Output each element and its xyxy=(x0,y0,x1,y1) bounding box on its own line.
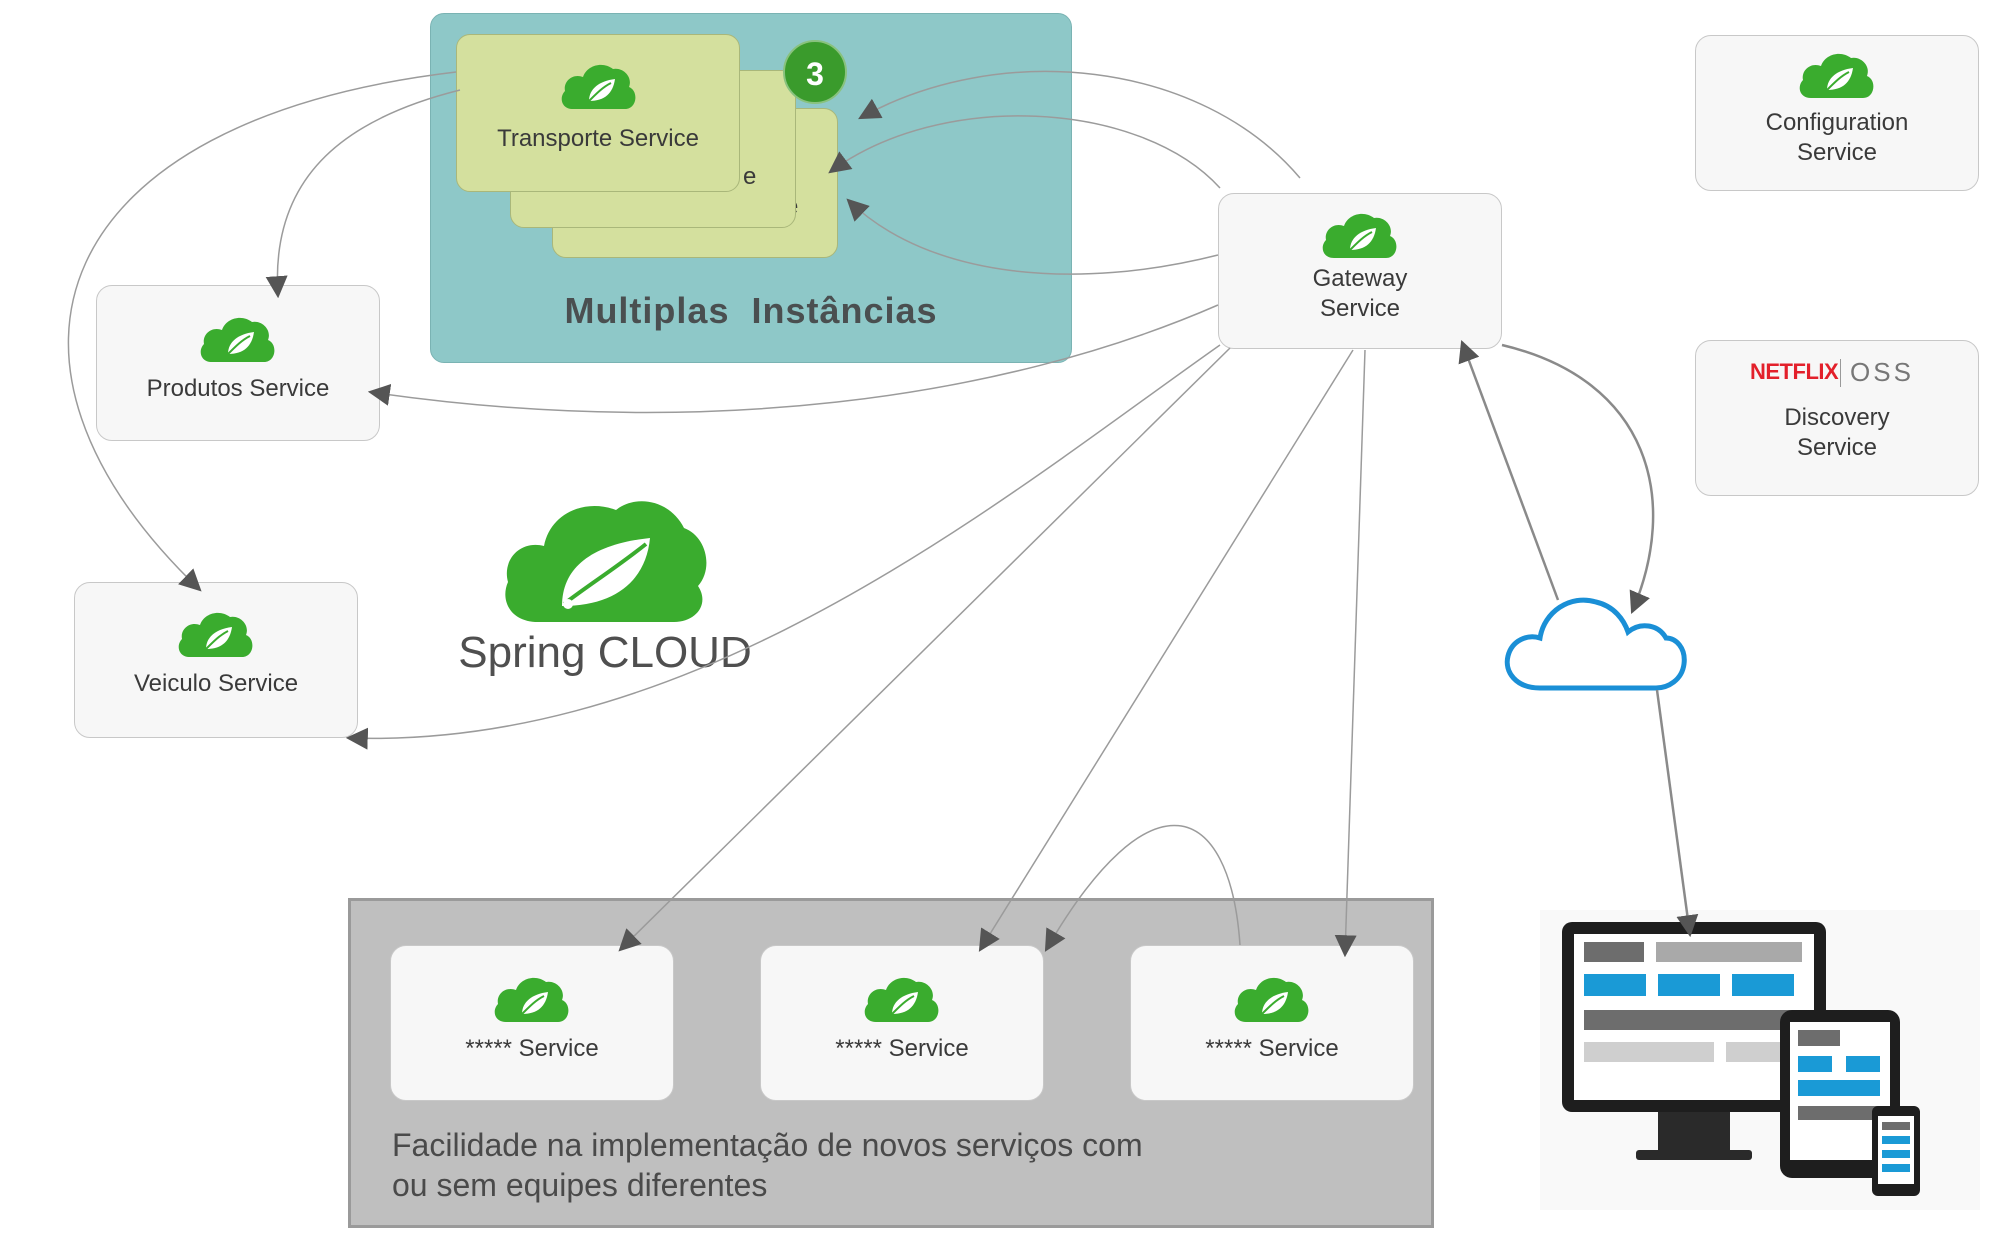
spring-leaf-icon xyxy=(561,64,636,109)
spring-leaf-icon xyxy=(1322,213,1397,258)
generic-service-label-2: ***** Service xyxy=(835,1035,969,1062)
edge-gateway-generic-2 xyxy=(978,349,1354,952)
netflix-oss-logo: NETFLIX OSS xyxy=(1750,357,1930,389)
edge-gateway-produtos xyxy=(367,304,1219,414)
edge-generic3-generic2 xyxy=(1044,824,1241,952)
edge-cloud-gateway xyxy=(1458,339,1560,601)
spring-leaf-icon xyxy=(1799,53,1874,98)
logo-divider xyxy=(1840,359,1841,387)
generic-service-label-3: ***** Service xyxy=(1205,1035,1339,1062)
edge-gateway-transport-3 xyxy=(846,198,1219,275)
edge-cloud-devices xyxy=(1655,689,1699,938)
veiculo-label: Veiculo Service xyxy=(133,670,299,697)
instance-count-badge: 3 xyxy=(783,40,847,104)
generic-service-box-2[interactable]: ***** Service xyxy=(760,945,1044,1101)
transport-service-label: Transporte Service xyxy=(497,125,699,152)
internet-cloud-icon xyxy=(1504,597,1687,691)
edge-gateway-generic-1 xyxy=(618,347,1231,952)
netflix-brand: NETFLIX xyxy=(1750,359,1839,384)
spring-leaf-icon xyxy=(1234,977,1309,1022)
configuration-label-line2: Service xyxy=(1796,139,1878,166)
spring-leaf-icon xyxy=(178,612,253,657)
edge-gateway-generic-3 xyxy=(1334,349,1366,958)
transport-instance-2-label: e xyxy=(743,163,757,190)
facilidade-line-1: Facilidade na implementação de novos ser… xyxy=(392,1127,1143,1163)
gateway-service-box[interactable]: Gateway Service xyxy=(1218,193,1502,349)
spring-leaf-icon xyxy=(200,317,275,362)
facilidade-line-2: ou sem equipes diferentes xyxy=(392,1167,768,1203)
veiculo-service-box[interactable]: Veiculo Service xyxy=(74,582,358,738)
produtos-label: Produtos Service xyxy=(146,375,330,402)
facilidade-caption: Facilidade na implementação de novos ser… xyxy=(392,1125,1143,1205)
gateway-label-line2: Service xyxy=(1319,295,1401,322)
generic-service-box-3[interactable]: ***** Service xyxy=(1130,945,1414,1101)
edge-transport-produtos xyxy=(265,89,461,299)
edge-transport-veiculo xyxy=(67,71,457,592)
devices-icon xyxy=(1540,910,1980,1210)
gateway-label-line1: Gateway xyxy=(1312,265,1408,292)
produtos-service-box[interactable]: Produtos Service xyxy=(96,285,380,441)
spring-leaf-icon xyxy=(864,977,939,1022)
discovery-label-line1: Discovery xyxy=(1784,404,1890,431)
spring-cloud-title: Spring CLOUD xyxy=(458,628,752,677)
oss-brand: OSS xyxy=(1850,357,1914,387)
spring-leaf-icon xyxy=(494,977,569,1022)
spring-cloud-logo-icon xyxy=(505,501,707,622)
configuration-label-line1: Configuration xyxy=(1765,109,1909,136)
edge-gateway-transport-1 xyxy=(858,70,1301,179)
discovery-label-line2: Service xyxy=(1796,434,1878,461)
generic-service-label-1: ***** Service xyxy=(465,1035,599,1062)
transport-service-box[interactable]: Transporte Service xyxy=(456,34,740,192)
edge-gateway-transport-2 xyxy=(828,115,1221,189)
discovery-service-box[interactable]: NETFLIX OSS Discovery Service xyxy=(1695,340,1979,496)
generic-service-box-1[interactable]: ***** Service xyxy=(390,945,674,1101)
edge-gateway-cloud xyxy=(1501,343,1655,615)
configuration-service-box[interactable]: Configuration Service xyxy=(1695,35,1979,191)
edge-gateway-veiculo xyxy=(345,344,1221,750)
multiplas-instancias-title: Multiplas Instâncias xyxy=(564,290,938,331)
